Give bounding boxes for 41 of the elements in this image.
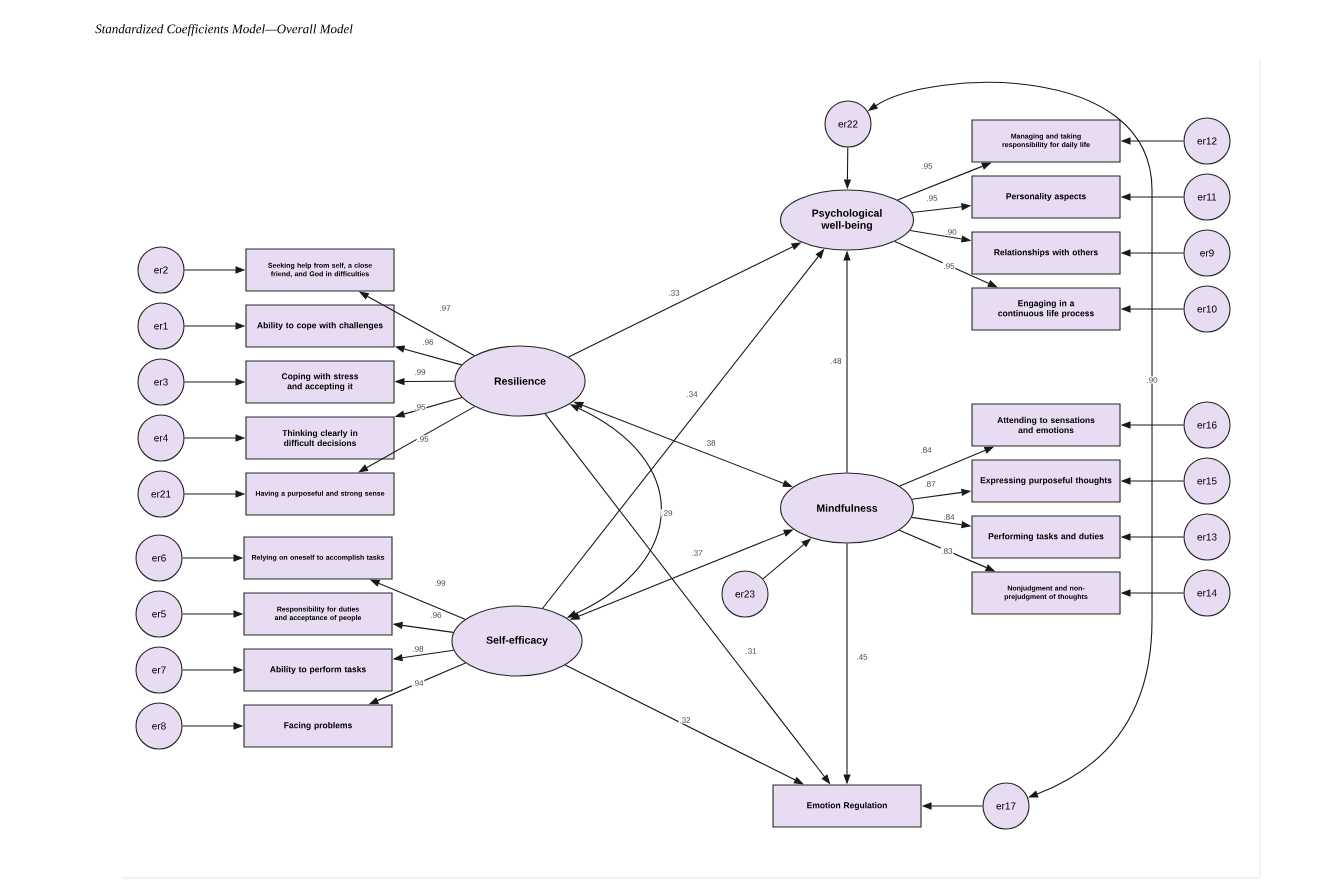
indicator-box: Attending to sensations and emotions — [971, 403, 1121, 447]
edge-label: .32 — [678, 716, 692, 724]
edge-label: .84 — [919, 446, 933, 454]
indicator-box: Facing problems — [243, 704, 393, 748]
edge-label: .96 — [421, 338, 435, 346]
title: Standardized Coefficients Model—Overall Model — [95, 24, 353, 36]
indicator-box: Ability to perform tasks — [243, 648, 393, 692]
edge-label: .95 — [413, 403, 427, 411]
edge-label: .29 — [660, 509, 674, 517]
edge-label: .94 — [411, 679, 425, 687]
arrow — [358, 406, 476, 473]
edge-label: .33 — [667, 289, 681, 297]
edge-label: .99 — [413, 368, 427, 376]
edge-label: .96 — [429, 611, 443, 619]
indicator-box: Expressing purposeful thoughts — [971, 459, 1121, 503]
edge-label: .38 — [703, 439, 717, 447]
edge-label: .97 — [438, 304, 452, 312]
edge-label: .48 — [829, 357, 843, 365]
indicator-box: Ability to cope with challenges — [245, 304, 395, 348]
edge-label: .95 — [920, 162, 934, 170]
edge-label: .98 — [411, 645, 425, 653]
indicator-box: Thinking clearly in difficult decisions — [245, 416, 395, 460]
edge-label: .87 — [923, 480, 937, 488]
outcome-box: Emotion Regulation — [772, 784, 922, 828]
edge-label: .83 — [940, 547, 954, 555]
indicator-box: Relationships with others — [971, 231, 1121, 275]
edge-label: .95 — [925, 194, 939, 202]
edge-label: .84 — [942, 513, 956, 521]
edge-label: .31 — [744, 647, 758, 655]
edge-label: .95 — [942, 262, 956, 270]
indicator-box: Performing tasks and duties — [971, 515, 1121, 559]
edge-label: .45 — [855, 653, 869, 661]
indicator-box: Engaging in a continuous life process — [971, 287, 1121, 331]
edge-label: .99 — [433, 579, 447, 587]
indicator-box: Coping with stress and accepting it — [245, 360, 395, 404]
edge-label: .95 — [416, 435, 430, 443]
edge-label: .90 — [1145, 376, 1159, 384]
edge-label: .34 — [685, 390, 699, 398]
edge-label: .37 — [690, 549, 704, 557]
edge-label: .90 — [944, 228, 958, 236]
indicator-box: Personality aspects — [971, 175, 1121, 219]
